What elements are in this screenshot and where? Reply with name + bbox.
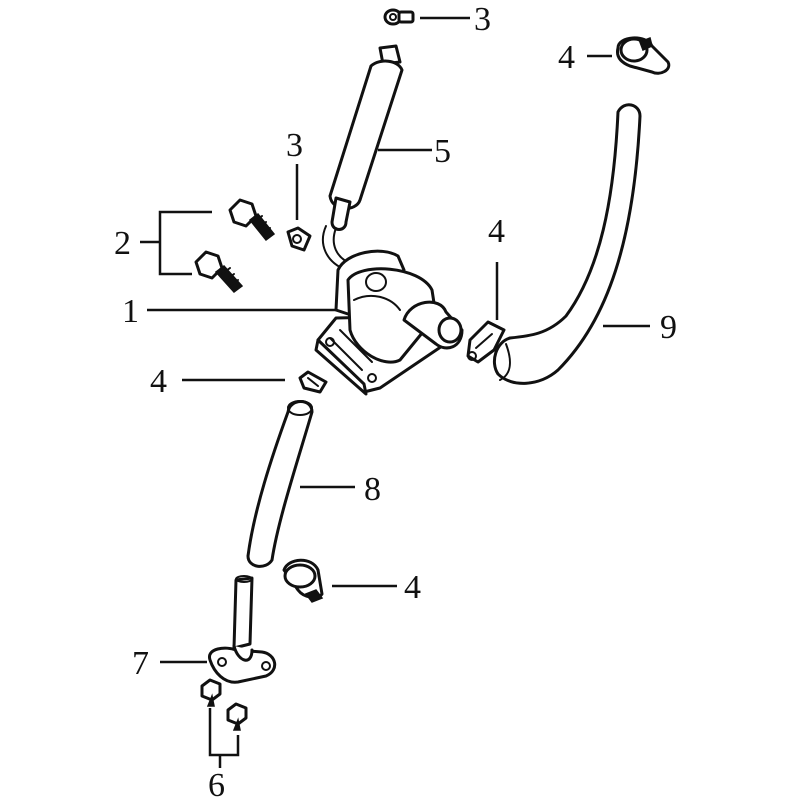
callout-9: 9 [660,309,677,346]
hose-clamp-bottom [282,558,324,603]
flange-bolt-lower [194,250,244,294]
callout-4-right: 4 [488,213,505,250]
hose-clip-small-top [383,8,415,26]
hose-clamp-left [298,370,328,394]
callout-3-mid: 3 [286,127,303,164]
callout-6: 6 [208,767,225,800]
straight-hose [246,400,314,568]
small-bolt-right [226,702,248,731]
leader-lines [140,16,650,768]
callout-4-left: 4 [150,363,167,400]
callout-7: 7 [132,645,149,682]
callout-4-top: 4 [558,39,575,76]
small-bolt-left [200,678,222,707]
callout-labels: 3 4 5 3 2 1 4 9 4 8 4 7 6 [114,1,677,800]
callout-5: 5 [434,133,451,170]
breather-tube [321,44,404,271]
flange-bolt-upper [228,198,276,242]
hose-clamp-top [616,36,671,75]
pump-valve-body [314,249,464,396]
callout-2: 2 [114,225,131,262]
hose-clamp-right [466,320,506,364]
hose-clip-small-mid [286,226,312,252]
curved-outlet-hose [493,103,642,385]
callout-1: 1 [122,293,139,330]
elbow-pipe-flange [208,575,277,684]
callout-3-top: 3 [474,1,491,38]
callout-4-bottom: 4 [404,569,421,606]
callout-8: 8 [364,471,381,508]
